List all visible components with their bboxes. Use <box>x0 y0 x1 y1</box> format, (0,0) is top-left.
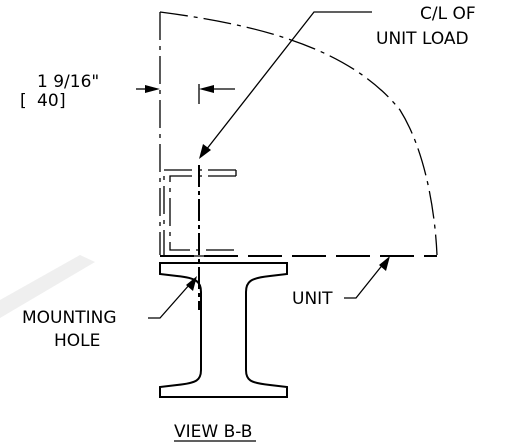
unit-top-arc <box>159 11 438 256</box>
mounting-hole-leader-line <box>148 283 191 319</box>
dimension-label-imperial: 1 9/16" <box>37 72 99 92</box>
dimension-label-metric-open-bracket: [ <box>20 91 27 111</box>
mounting-hole-leader-arrowhead <box>186 276 197 291</box>
dimension-arrowhead-left <box>145 85 160 93</box>
watermark-stroke <box>0 255 95 318</box>
i-beam <box>159 262 288 398</box>
unit-label: UNIT <box>292 289 333 309</box>
centerline-label-line2: UNIT LOAD <box>376 29 469 49</box>
unit-leader <box>344 256 390 299</box>
mounting-hole-label-line2: HOLE <box>54 331 100 351</box>
unit-leader-arrowhead <box>379 256 390 271</box>
view-title: VIEW B-B <box>174 422 252 442</box>
centerline-leader <box>199 11 372 159</box>
dimension-1-9-16 <box>136 84 235 104</box>
centerline-leader-arrowhead <box>199 144 211 159</box>
centerline-label-line1: C/L OF <box>420 4 476 24</box>
dimension-label-metric-close-bracket: ] <box>59 91 66 111</box>
dimension-label-metric: 40 <box>37 91 59 111</box>
unit-leader-line <box>344 262 385 299</box>
bracket-inner <box>169 175 236 251</box>
dimension-arrowhead-right <box>199 85 214 93</box>
mounting-hole-leader <box>148 276 197 319</box>
mounting-hole-label-line1: MOUNTING <box>22 308 117 328</box>
centerline-leader-line <box>205 11 372 151</box>
